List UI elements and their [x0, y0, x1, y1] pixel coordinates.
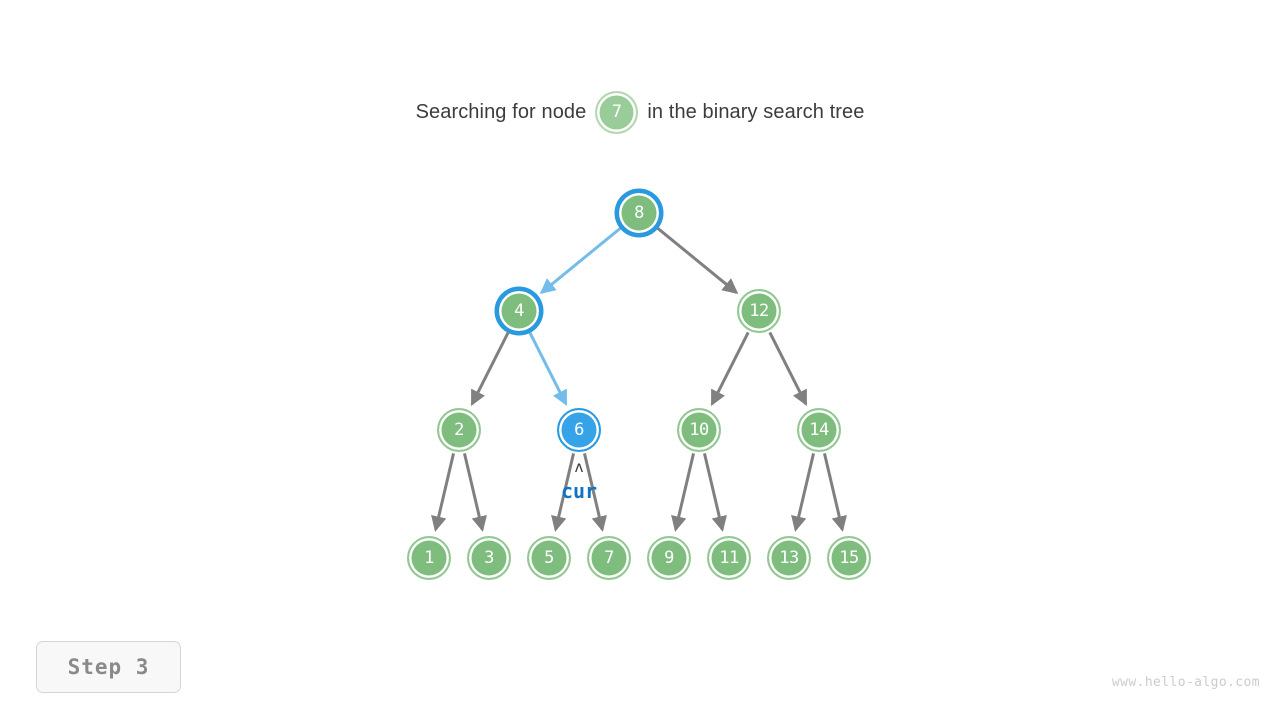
tree-node-10[interactable]: 10	[677, 408, 721, 452]
tree-node-11[interactable]: 11	[707, 536, 751, 580]
tree-edge	[768, 331, 808, 407]
title-prefix: Searching for node	[415, 100, 587, 123]
tree-node-3[interactable]: 3	[467, 536, 511, 580]
tree-edge	[791, 453, 815, 532]
tree-edge	[703, 453, 727, 532]
watermark: www.hello-algo.com	[1111, 675, 1260, 690]
cur-pointer-label: cur	[560, 479, 598, 503]
title-suffix: in the binary search tree	[647, 100, 865, 123]
tree-node-7[interactable]: 7	[587, 536, 631, 580]
tree-edge	[470, 331, 510, 407]
tree-edge	[823, 453, 847, 532]
tree-node-1[interactable]: 1	[407, 536, 451, 580]
tree-node-6[interactable]: 6	[557, 408, 601, 452]
title-search-key-badge: 7	[595, 90, 639, 134]
tree-node-8[interactable]: 8	[617, 191, 661, 235]
tree-edge	[463, 453, 487, 532]
tree-edge	[539, 227, 622, 295]
tree-edge	[528, 331, 568, 407]
tree-node-15[interactable]: 15	[827, 536, 871, 580]
tree-node-5[interactable]: 5	[527, 536, 571, 580]
tree-edge	[551, 453, 575, 532]
tree-node-13[interactable]: 13	[767, 536, 811, 580]
step-indicator-label: Step 3	[67, 655, 150, 679]
caret-icon: ʌ	[574, 458, 584, 476]
tree-edge	[583, 453, 607, 532]
cur-pointer: ʌ cur	[560, 458, 598, 503]
tree-edge	[656, 227, 739, 295]
tree-edge	[671, 453, 695, 532]
tree-node-4[interactable]: 4	[497, 289, 541, 333]
page-title: Searching for node 7 in the binary searc…	[0, 90, 1280, 134]
tree-node-14[interactable]: 14	[797, 408, 841, 452]
step-indicator: Step 3	[36, 641, 181, 693]
tree-node-9[interactable]: 9	[647, 536, 691, 580]
tree-node-2[interactable]: 2	[437, 408, 481, 452]
tree-node-12[interactable]: 12	[737, 289, 781, 333]
tree-edge	[431, 453, 455, 532]
tree-edge	[710, 331, 750, 407]
